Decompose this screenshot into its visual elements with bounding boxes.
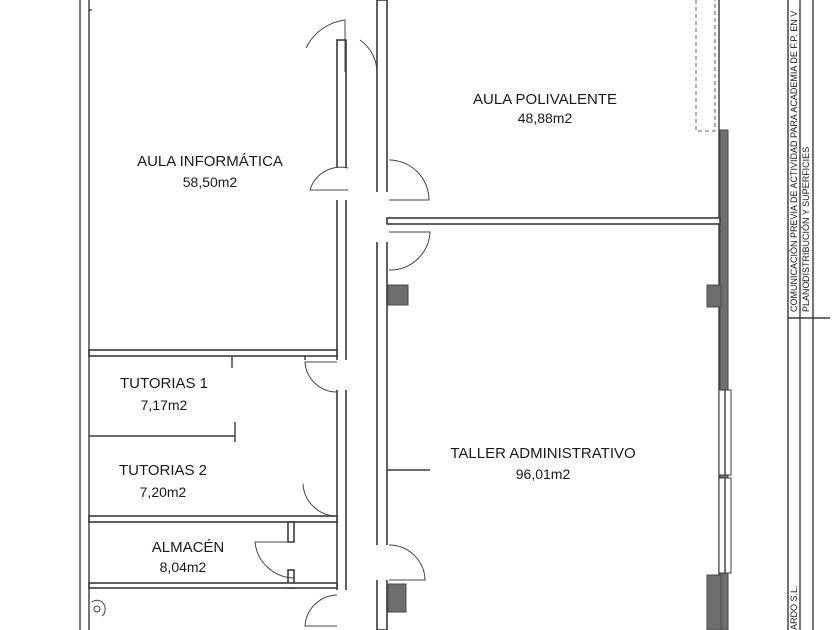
toilet-fixture [91, 599, 106, 617]
corridor-walls [336, 0, 389, 630]
room-name-taller-administrativo: TALLER ADMINISTRATIVO [450, 445, 635, 462]
owner-text: ARDO S.L. [789, 585, 799, 630]
room-area-tutorias-2: 7,20m2 [140, 484, 187, 500]
room-area-taller-administrativo: 96,01m2 [516, 466, 571, 482]
exterior-walls [79, 0, 732, 630]
room-area-almacen: 8,04m2 [160, 559, 207, 575]
partition-walls [88, 217, 721, 589]
room-name-aula-polivalente: AULA POLIVALENTE [473, 91, 617, 108]
room-name-almacen: ALMACÉN [152, 539, 225, 556]
room-area-aula-informatica: 58,50m2 [183, 174, 238, 190]
title-block: COMUNICACIÓN PREVIA DE ACTIVIDAD PARA AC… [787, 0, 830, 630]
room-name-tutorias-2: TUTORIAS 2 [119, 462, 207, 479]
pillars [387, 284, 409, 613]
plan-label: PLANO: [801, 279, 811, 312]
room-labels: AULA INFORMÁTICA 58,50m2 AULA POLIVALENT… [119, 91, 636, 575]
plan-name: DISTRIBUCIÓN Y SUPERFICIES [801, 147, 811, 282]
project-description: COMUNICACIÓN PREVIA DE ACTIVIDAD PARA AC… [789, 11, 799, 312]
room-name-tutorias-1: TUTORIAS 1 [120, 375, 208, 392]
doors [254, 19, 431, 627]
room-area-tutorias-1: 7,17m2 [141, 397, 188, 413]
room-name-aula-informatica: AULA INFORMÁTICA [137, 153, 283, 170]
room-area-aula-polivalente: 48,88m2 [518, 110, 573, 126]
window-outline [695, 0, 716, 132]
